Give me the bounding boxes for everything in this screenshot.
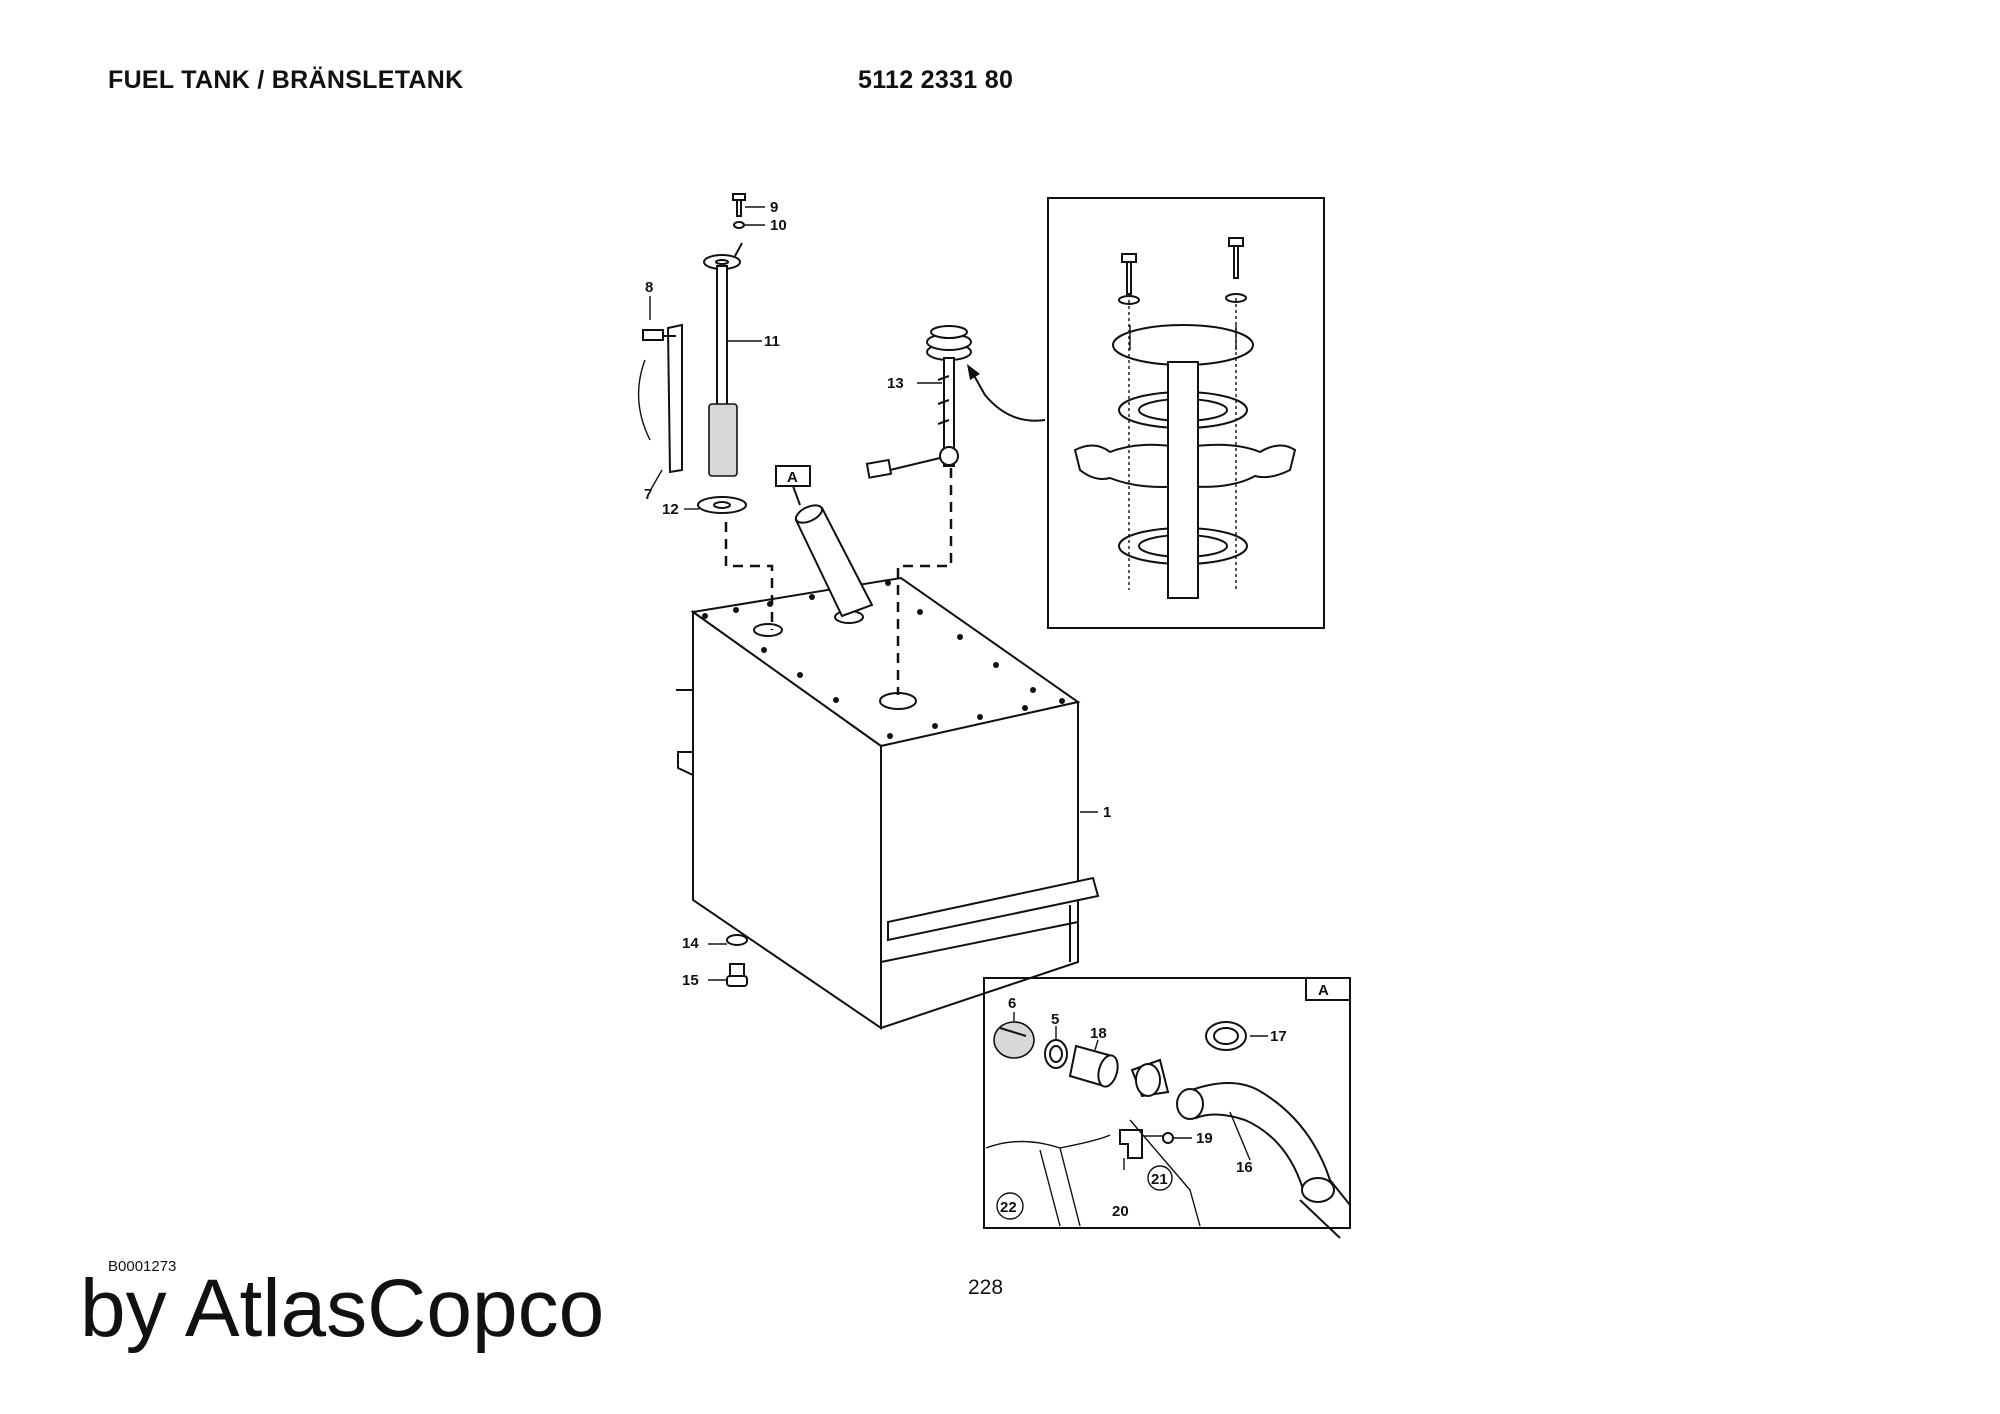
callout-5: 5 bbox=[1051, 1011, 1059, 1028]
drain-plug bbox=[726, 934, 748, 987]
document-id: B0001273 bbox=[108, 1258, 177, 1275]
sender-detail-inset bbox=[1047, 197, 1325, 629]
callout-leaders bbox=[649, 206, 1268, 1220]
callout-13: 13 bbox=[887, 375, 904, 392]
detail-a-marker-label: A bbox=[787, 469, 798, 486]
callout-11: 11 bbox=[764, 333, 780, 350]
callout-22: 22 bbox=[1000, 1199, 1017, 1216]
callout-18: 18 bbox=[1090, 1025, 1107, 1042]
detail-a-inset-tag bbox=[1305, 977, 1351, 1001]
callout-16: 16 bbox=[1236, 1159, 1253, 1176]
fuel-tank-body bbox=[676, 576, 1100, 1030]
filler-neck bbox=[794, 504, 874, 618]
page-title: FUEL TANK / BRÄNSLETANK bbox=[108, 66, 464, 94]
callout-8: 8 bbox=[645, 279, 653, 296]
level-sender-assembly bbox=[697, 193, 747, 514]
callout-20: 20 bbox=[1112, 1203, 1129, 1220]
filler-cap-assembly bbox=[985, 1021, 1351, 1239]
part-number: 5112 2331 80 bbox=[858, 66, 1014, 94]
callout-15: 15 bbox=[682, 972, 699, 989]
callout-10: 10 bbox=[770, 217, 787, 234]
callout-21: 21 bbox=[1151, 1171, 1168, 1188]
callout-numbers: 9 10 8 11 13 7 12 1 14 15 6 5 18 17 19 1… bbox=[644, 199, 1287, 1220]
callout-7: 7 bbox=[644, 486, 652, 503]
callout-12: 12 bbox=[662, 501, 679, 518]
brand-text: by AtlasCopco bbox=[80, 1263, 605, 1354]
callout-1: 1 bbox=[1103, 804, 1111, 821]
callout-17: 17 bbox=[1270, 1028, 1287, 1045]
callout-19: 19 bbox=[1196, 1130, 1213, 1147]
page-number: 228 bbox=[968, 1276, 1004, 1299]
hose-and-clamp bbox=[637, 323, 683, 474]
callout-14: 14 bbox=[682, 935, 699, 952]
callout-6: 6 bbox=[1008, 995, 1016, 1012]
callout-9: 9 bbox=[770, 199, 778, 216]
detail-a-inset bbox=[983, 977, 1351, 1229]
sender-detail-drawing bbox=[1073, 237, 1297, 599]
fuel-gauge-sender bbox=[865, 325, 972, 479]
detail-a-inset-tag-label: A bbox=[1318, 982, 1329, 999]
